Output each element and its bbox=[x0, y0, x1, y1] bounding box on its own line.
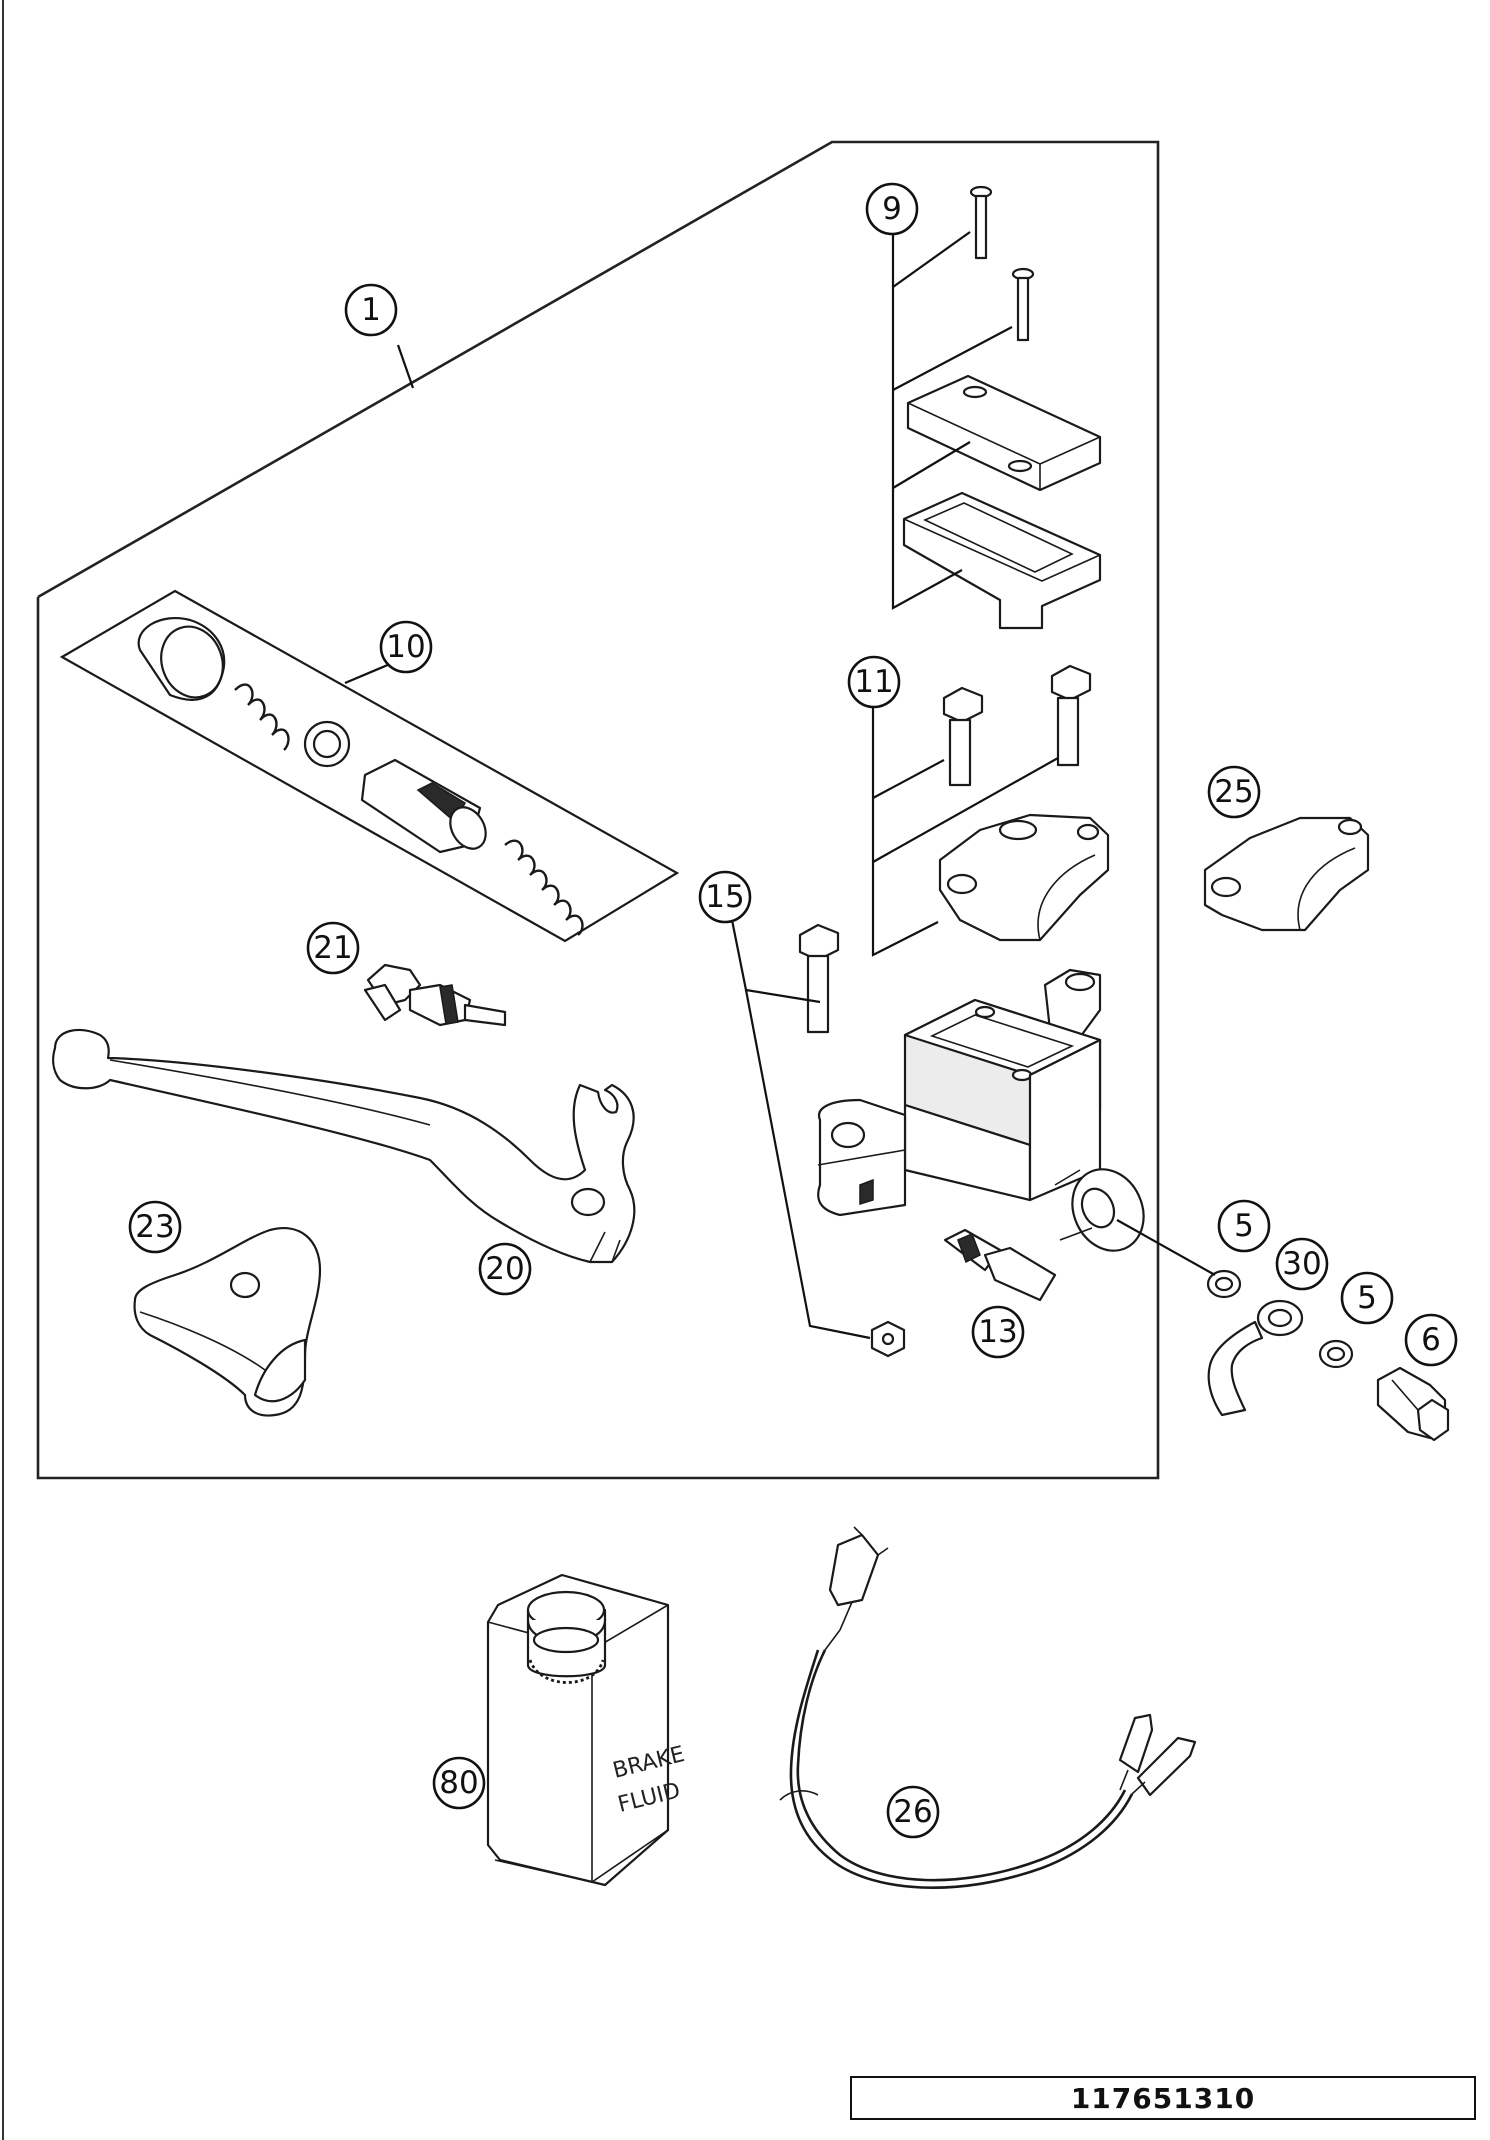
svg-text:10: 10 bbox=[386, 629, 425, 665]
reservoir-diaphragm bbox=[902, 491, 1102, 630]
callout-11: 11 bbox=[847, 655, 901, 709]
pivot-nut bbox=[870, 1320, 906, 1358]
assembly-frame bbox=[36, 140, 1160, 1480]
pivot-bolt-15 bbox=[728, 909, 871, 1340]
master-cylinder-body bbox=[817, 968, 1145, 1252]
brake-light-switch bbox=[943, 1228, 1057, 1302]
reservoir-cover-group bbox=[891, 185, 1102, 630]
clamp-bolt-1 bbox=[942, 686, 984, 787]
svg-text:23: 23 bbox=[135, 1209, 174, 1245]
washer-5-a bbox=[1206, 1269, 1242, 1299]
banjo-bolt bbox=[1376, 1366, 1450, 1442]
callout-20: 20 bbox=[478, 1242, 532, 1296]
brake-fluid-can: BRAKE FLUID bbox=[486, 1573, 687, 1887]
lever-cover bbox=[133, 1227, 322, 1417]
reservoir-lid bbox=[906, 374, 1102, 492]
callout-25: 25 bbox=[1207, 765, 1261, 819]
callout-6: 6 bbox=[1404, 1313, 1458, 1367]
clamp-group bbox=[871, 664, 1110, 957]
brake-lever bbox=[52, 1028, 636, 1264]
svg-text:5: 5 bbox=[1234, 1208, 1254, 1244]
svg-text:21: 21 bbox=[313, 930, 352, 966]
part-number-label: 117651310 bbox=[850, 2076, 1476, 2120]
svg-text:6: 6 bbox=[1421, 1322, 1441, 1358]
clamp bbox=[938, 813, 1110, 942]
clamp-25 bbox=[1203, 816, 1370, 932]
lever-adjuster bbox=[363, 963, 507, 1027]
callout-10: 10 bbox=[379, 620, 433, 674]
svg-text:9: 9 bbox=[882, 191, 902, 227]
svg-text:20: 20 bbox=[485, 1251, 524, 1287]
switch-wiring-harness bbox=[779, 1526, 1197, 1889]
callout-23: 23 bbox=[128, 1200, 182, 1254]
callout-5-b: 5 bbox=[1340, 1271, 1394, 1325]
callout-80: 80 bbox=[432, 1756, 486, 1810]
svg-text:25: 25 bbox=[1214, 774, 1253, 810]
callout-9: 9 bbox=[865, 182, 919, 236]
svg-text:80: 80 bbox=[439, 1765, 478, 1801]
callout-15: 15 bbox=[698, 870, 752, 924]
svg-text:1: 1 bbox=[361, 292, 381, 328]
callout-21: 21 bbox=[306, 921, 360, 975]
washer-5-b bbox=[1318, 1339, 1354, 1369]
svg-text:15: 15 bbox=[705, 879, 744, 915]
svg-text:11: 11 bbox=[854, 664, 893, 700]
callout-13: 13 bbox=[971, 1305, 1025, 1359]
callout-1: 1 bbox=[344, 283, 398, 337]
brake-hose-banjo bbox=[1207, 1299, 1304, 1417]
clamp-bolt-2 bbox=[1050, 664, 1092, 767]
callout-5-a: 5 bbox=[1217, 1199, 1271, 1253]
svg-text:13: 13 bbox=[978, 1314, 1017, 1350]
cover-screw-1 bbox=[969, 185, 993, 260]
piston-kit-group bbox=[59, 589, 680, 943]
cover-screw-2 bbox=[1011, 267, 1035, 342]
callout-30: 30 bbox=[1275, 1237, 1329, 1291]
callout-26: 26 bbox=[886, 1785, 940, 1839]
svg-text:26: 26 bbox=[893, 1794, 932, 1830]
svg-text:5: 5 bbox=[1357, 1280, 1377, 1316]
svg-text:30: 30 bbox=[1282, 1246, 1321, 1282]
